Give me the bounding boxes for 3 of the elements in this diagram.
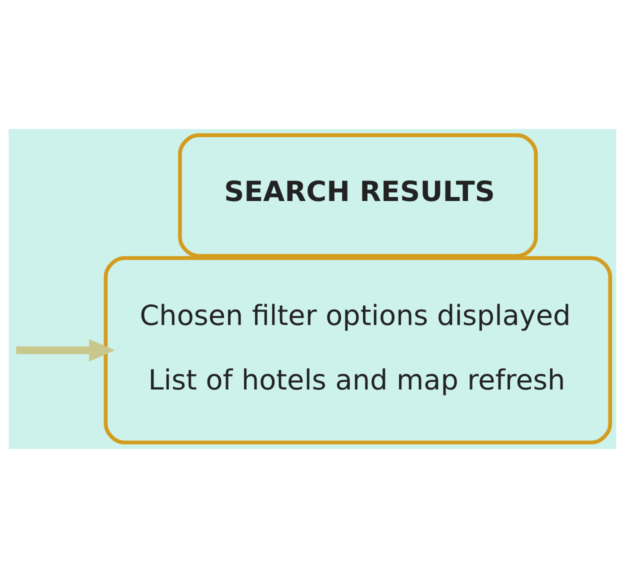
arrow	[16, 338, 115, 362]
node-box: SEARCH RESULTS	[178, 132, 538, 258]
node-box: Chosen filter options displayed List of hotels and map refresh	[104, 256, 612, 444]
